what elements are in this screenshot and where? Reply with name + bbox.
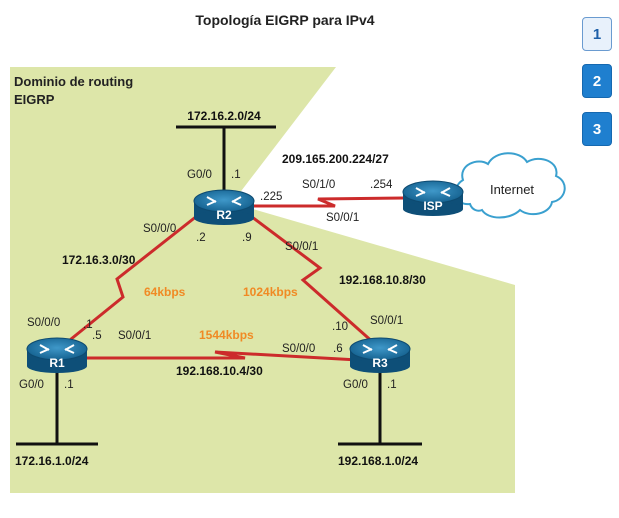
- network-r1-r2: 172.16.3.0/30: [62, 253, 136, 267]
- if-r3-s001: S0/0/1: [370, 315, 403, 327]
- network-r1-lan: 172.16.1.0/24: [15, 454, 89, 468]
- if-r3-s000-ip: .6: [333, 343, 343, 355]
- router-r1[interactable]: R1: [26, 337, 88, 373]
- router-r2[interactable]: R2: [193, 189, 255, 225]
- nav-button-1[interactable]: 1: [582, 17, 612, 51]
- if-r3-g00: G0/0: [343, 379, 368, 391]
- network-isp-link: 209.165.200.224/27: [282, 152, 389, 166]
- if-r2-s001-ip: .9: [242, 232, 252, 244]
- if-r2-s010-ip: .225: [260, 191, 282, 203]
- if-isp-s001: S0/0/1: [326, 212, 359, 224]
- if-r1-g00: G0/0: [19, 379, 44, 391]
- if-r2-s000-ip: .2: [196, 232, 206, 244]
- domain-label-line2: EIGRP: [14, 92, 55, 107]
- if-isp-ip: .254: [370, 179, 393, 191]
- if-r1-s000-ip: .1: [83, 319, 93, 331]
- bandwidth-r2-r3: 1024kbps: [243, 285, 298, 299]
- router-label: R2: [216, 208, 232, 222]
- if-isp-s010: S0/1/0: [302, 179, 335, 191]
- network-r2-r3: 192.168.10.8/30: [339, 273, 426, 287]
- router-label: ISP: [423, 199, 442, 213]
- network-r1-r3: 192.168.10.4/30: [176, 364, 263, 378]
- if-r2-g00-ip: .1: [231, 169, 241, 181]
- router-isp[interactable]: ISP: [402, 180, 464, 216]
- serial-link-r1-r3: [82, 350, 359, 362]
- if-r1-s000: S0/0/0: [27, 317, 60, 329]
- if-r2-s000: S0/0/0: [143, 223, 176, 235]
- network-r3-lan: 192.168.1.0/24: [338, 454, 418, 468]
- bandwidth-r1-r3: 1544kbps: [199, 328, 254, 342]
- nav-button-3[interactable]: 3: [582, 112, 612, 146]
- network-r2-lan: 172.16.2.0/24: [187, 109, 261, 123]
- if-r1-g00-ip: .1: [64, 379, 74, 391]
- bandwidth-r1-r2: 64kbps: [144, 285, 186, 299]
- if-r3-s001-ip: .10: [332, 321, 348, 333]
- if-r1-s001: S0/0/1: [118, 330, 151, 342]
- if-r1-s001-ip: .5: [92, 330, 102, 342]
- if-r2-g00: G0/0: [187, 169, 212, 181]
- serial-link-r2-r3: [247, 212, 376, 346]
- router-r3[interactable]: R3: [349, 337, 411, 373]
- eigrp-domain-area: [10, 67, 515, 493]
- if-r2-s001: S0/0/1: [285, 241, 318, 253]
- router-label: R3: [372, 356, 388, 370]
- internet-cloud: [454, 152, 566, 219]
- if-r3-g00-ip: .1: [387, 379, 397, 391]
- side-navigation: [577, 10, 615, 510]
- domain-label-line1: Dominio de routing: [14, 74, 133, 89]
- diagram-title: Topología EIGRP para IPv4: [195, 12, 374, 28]
- internet-label: Internet: [490, 182, 534, 197]
- router-label: R1: [49, 356, 65, 370]
- serial-link-r2-isp: [252, 196, 405, 208]
- nav-button-2[interactable]: 2: [582, 64, 612, 98]
- if-r3-s000: S0/0/0: [282, 343, 315, 355]
- serial-link-r1-r2: [59, 210, 203, 350]
